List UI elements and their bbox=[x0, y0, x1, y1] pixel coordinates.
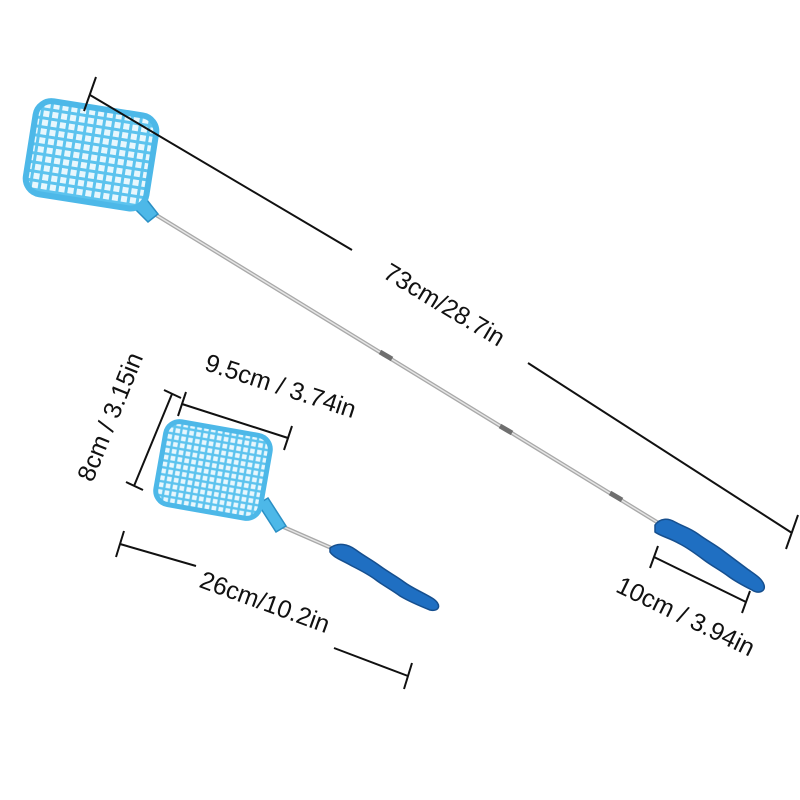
dimension-lines bbox=[83, 76, 799, 690]
collapsed-neck bbox=[256, 496, 288, 534]
collapsed-swatter-head bbox=[153, 419, 273, 521]
head-width-dimension bbox=[177, 391, 293, 451]
handle-length-dimension bbox=[649, 545, 751, 614]
collapsed-swatter bbox=[153, 419, 440, 612]
collapsed-handle bbox=[329, 543, 440, 612]
collapsed-length-dimension bbox=[115, 530, 413, 690]
extended-swatter-head bbox=[22, 98, 160, 212]
head-height-dimension bbox=[125, 389, 182, 491]
extended-swatter bbox=[22, 98, 766, 593]
extended-handle bbox=[654, 518, 766, 593]
extended-length-dimension bbox=[83, 76, 799, 550]
